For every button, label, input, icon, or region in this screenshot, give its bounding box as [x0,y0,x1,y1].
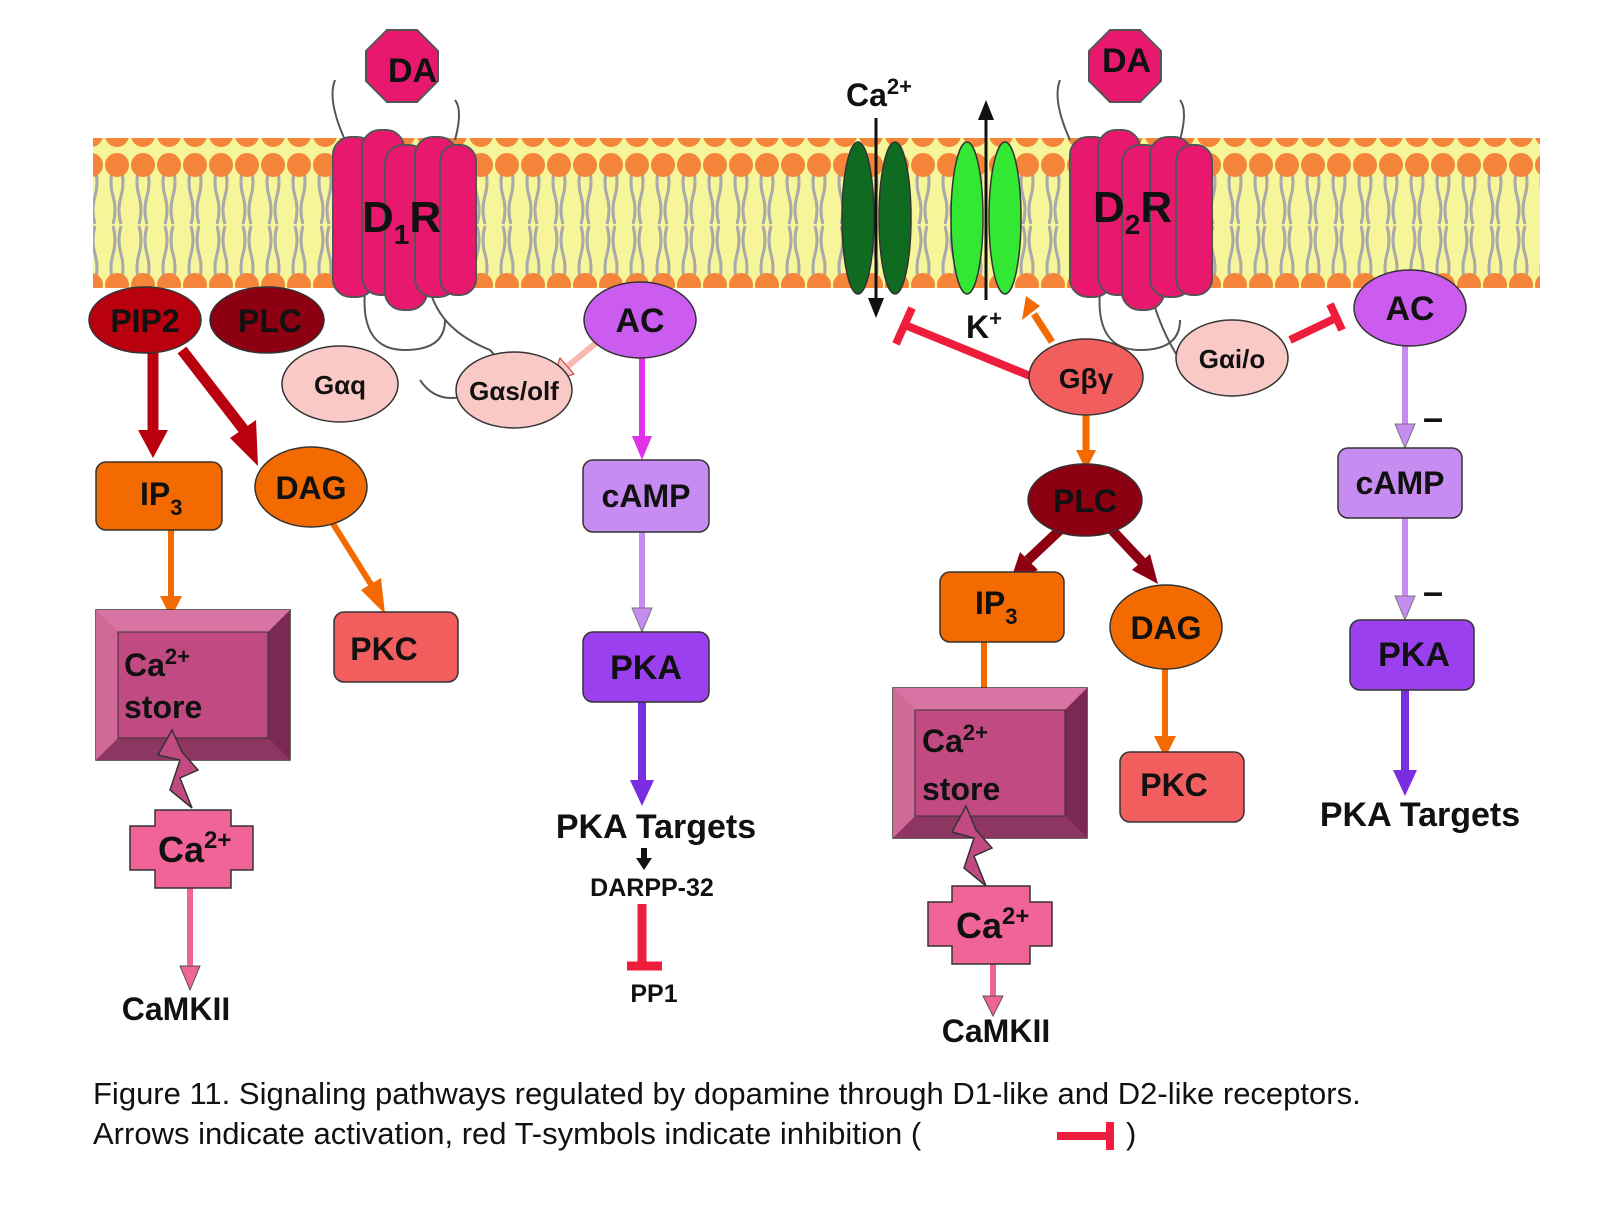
d1-arrows [138,340,654,992]
ac-right-node [1353,269,1467,347]
dag-left-node [254,446,368,528]
plc-left-label: PLC [238,303,302,339]
d2r-label: D2R [1093,183,1172,240]
ip3-right-label: IP3 [975,585,1017,629]
dag-left-label: DAG [275,470,346,506]
dopamine-octagon-right [1088,29,1162,103]
camp-left-label: cAMP [602,478,691,514]
ca-store-left-ca-label: Ca2+ [124,644,190,683]
cell-membrane [93,138,1540,288]
ca-ion-right-node [927,885,1053,965]
pkc-left-label: PKC [350,631,418,667]
ca-channel-right [878,141,912,295]
minus-sign-camp: – [1423,397,1443,438]
gbg-ca-channel-inhibition [903,321,1042,384]
caption-line-1: Figure 11. Signaling pathways regulated … [93,1076,1361,1111]
gaq-label: Gαq [314,370,366,400]
ca-store-right-store-label: store [922,771,1000,807]
k-flux-arrowhead [978,100,994,120]
camp-right-label: cAMP [1356,465,1445,501]
pip2-node [88,286,202,354]
caption-line-2: Arrows indicate activation, red T-symbol… [93,1116,922,1151]
plc-right-node [1027,463,1143,537]
dag-right-label: DAG [1130,610,1201,646]
gaio-label: Gαi/o [1199,344,1266,374]
pkc-left-node [333,611,459,683]
plc-right-label: PLC [1053,483,1117,519]
pip2-label: PIP2 [110,303,179,339]
k-channel-label: K+ [966,306,1002,345]
gbg-node [1028,338,1144,416]
lightning-left [156,728,200,809]
k-channel-right [988,141,1022,295]
ca-ion-right-label: Ca2+ [956,903,1029,946]
gaio-node [1175,319,1289,397]
d1-receptor: D1R [331,79,499,399]
pka-right-node [1349,619,1475,691]
ac-left-label: AC [615,302,664,340]
caption-line-2-end: ) [1126,1116,1136,1151]
gas-node [455,351,573,429]
dag-right-node [1109,584,1223,670]
pka-right-label: PKA [1378,636,1450,674]
d2-arrows [973,296,1417,1018]
d2-receptor: D2R [1056,79,1213,361]
ca-flux-arrowhead [868,298,884,318]
ca-store-right-ca-label: Ca2+ [922,720,988,759]
ca-channel-left [841,141,875,295]
gaq-node [281,345,399,423]
minus-sign-pka: – [1423,571,1443,612]
gas-label: Gαs/olf [469,376,559,406]
pka-targets-left-label: PKA Targets [556,808,756,846]
pkc-right-label: PKC [1140,767,1208,803]
ca-ion-left-label: Ca2+ [158,827,231,870]
ip3-left-node [95,461,223,531]
gaio-ac-inhibition-bar [1326,302,1346,332]
ac-left-node [583,281,697,359]
d1r-label: D1R [362,193,441,250]
ca-store-left-store-label: store [124,689,202,725]
plc-left-node [209,286,325,354]
ca-ion-left-node [129,809,254,889]
ip3-right-node [939,571,1065,643]
pkc-right-node [1119,751,1245,823]
ca-store-left [95,609,291,761]
dopamine-octagon-left [365,29,439,103]
camkii-right-label: CaMKII [942,1013,1050,1049]
gbg-label: Gβγ [1059,363,1114,394]
gaio-ac-inhibition [1288,314,1338,344]
gbg-ca-channel-inhibition-bar [892,306,916,346]
camp-left-node [582,459,710,533]
ac-right-label: AC [1385,290,1434,328]
pka-left-node [582,631,710,703]
camkii-left-label: CaMKII [122,991,230,1027]
ip3-left-label: IP3 [140,476,182,520]
dopamine-label-right: DA [1102,42,1151,80]
k-channel-left [950,141,984,295]
ca-store-right [892,687,1088,839]
dopamine-label-left: DA [388,52,437,90]
pka-targets-right-label: PKA Targets [1320,796,1520,834]
pp1-label: PP1 [630,980,677,1008]
camp-right-node [1337,447,1463,519]
pka-left-label: PKA [610,649,682,687]
ca-channel-label: Ca2+ [846,74,912,113]
darpp32-label: DARPP-32 [590,874,714,902]
